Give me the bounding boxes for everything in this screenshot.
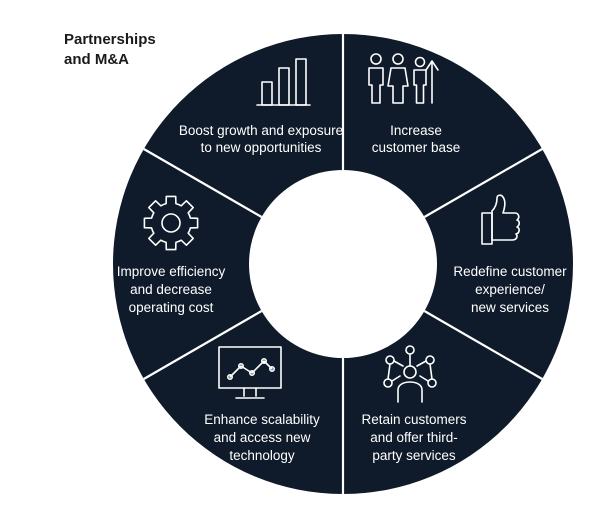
segment-label-line: and decrease [130, 282, 212, 297]
divider-lower-right [423, 310, 543, 380]
segment-label-line: Retain customers [361, 412, 466, 427]
segment-label-line: to new opportunities [201, 140, 322, 155]
segment-label-line: customer base [372, 140, 461, 155]
segment-label-line: and offer third- [370, 430, 458, 445]
people-growth-icon [368, 53, 439, 104]
segment-label-line: Enhance scalability [204, 412, 320, 427]
bar-chart-icon [256, 58, 311, 106]
segment-enhance-scalability: Enhance scalability and access new techn… [204, 346, 320, 463]
thumbs-up-icon [481, 194, 521, 245]
segment-label-line: Redefine customer [453, 264, 567, 279]
diagram-title: Partnerships and M&A [64, 30, 156, 70]
divider-upper-right [423, 148, 543, 218]
segment-label-line: Increase [390, 123, 442, 138]
network-person-icon [383, 345, 437, 403]
monitor-chart-icon [218, 346, 282, 399]
segment-label-line: technology [229, 448, 295, 463]
gear-icon [143, 195, 199, 251]
segment-label-line: Improve efficiency [117, 264, 226, 279]
donut-hole [249, 170, 437, 358]
segment-increase-customer-base: Increase customer base [368, 53, 461, 155]
title-line-2: and M&A [64, 51, 129, 68]
title-line-1: Partnerships [64, 31, 156, 48]
segment-improve-efficiency: Improve efficiency and decrease operatin… [117, 195, 226, 315]
divider-upper-left [143, 148, 263, 218]
segment-redefine-customer-experience: Redefine customer experience/ new servic… [453, 194, 567, 315]
segment-label-line: experience/ [475, 282, 545, 297]
segment-boost-growth: Boost growth and exposure to new opportu… [179, 58, 343, 155]
divider-lower-left [143, 310, 263, 380]
segment-label-line: operating cost [129, 300, 214, 315]
segment-retain-customers: Retain customers and offer third- party … [361, 345, 467, 463]
segment-label-line: and access new [214, 430, 311, 445]
segment-label-line: party services [372, 448, 456, 463]
segment-label-line: new services [471, 300, 549, 315]
segment-label-line: Boost growth and exposure [179, 123, 343, 138]
